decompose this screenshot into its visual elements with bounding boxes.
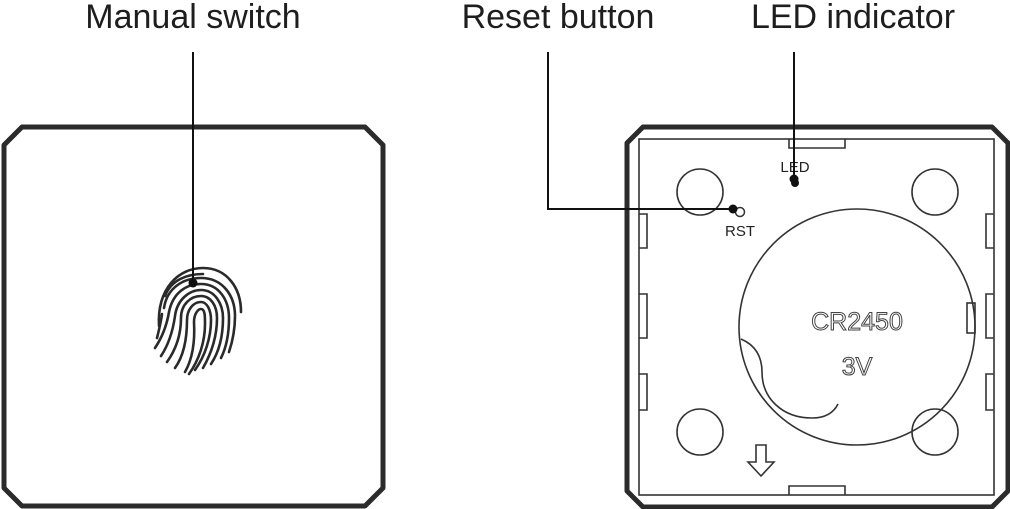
down-arrow-icon <box>746 444 776 478</box>
fingerprint-icon <box>153 266 243 376</box>
back-panel <box>624 124 1010 509</box>
front-panel <box>1 124 386 509</box>
manual-switch-label: Manual switch <box>85 0 300 36</box>
battery-holder <box>738 208 976 446</box>
led-indicator-label: LED indicator <box>751 0 955 36</box>
led-indicator-leader <box>789 52 799 184</box>
rst-label: RST <box>725 223 755 240</box>
led-label: LED <box>780 159 809 176</box>
battery-voltage-label: 3V <box>842 353 873 381</box>
reset-button-leader <box>547 52 738 214</box>
battery-model-label: CR2450 <box>811 308 903 336</box>
reset-button-label: Reset button <box>462 0 655 36</box>
manual-switch-leader <box>188 52 198 288</box>
